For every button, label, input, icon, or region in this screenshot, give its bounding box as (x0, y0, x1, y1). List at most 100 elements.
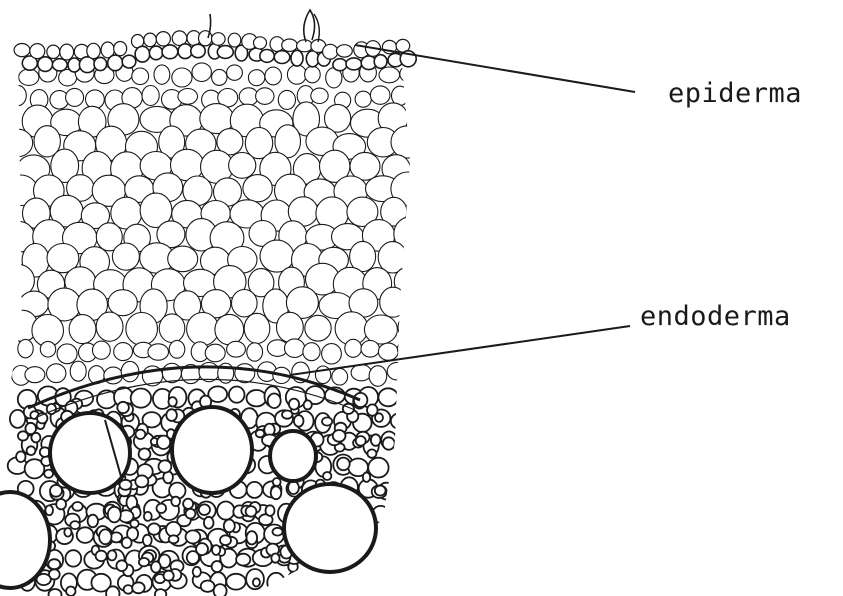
cell-icon (66, 88, 84, 106)
cell-icon (310, 587, 318, 596)
cell-icon (332, 368, 348, 385)
cell-icon (256, 430, 265, 438)
cell-icon (114, 42, 127, 56)
cell-icon (374, 55, 387, 69)
cell-icon (108, 290, 137, 316)
cell-icon (148, 344, 169, 360)
cell-icon (14, 44, 30, 57)
cell-icon (400, 528, 418, 547)
cell-icon (159, 314, 185, 343)
cell-icon (19, 69, 39, 85)
cell-icon (217, 502, 234, 520)
cell-icon (333, 59, 347, 71)
cell-icon (132, 582, 145, 593)
cell-icon (99, 529, 111, 544)
cell-icon (166, 409, 177, 421)
cell-icon (392, 460, 409, 478)
cell-icon (282, 39, 298, 51)
cell-icon (27, 446, 36, 455)
cell-icon (346, 58, 362, 70)
cell-icon (367, 449, 376, 457)
cell-icon (70, 521, 80, 529)
cell-icon (199, 504, 210, 515)
cell-icon (204, 517, 214, 529)
cell-icon (378, 388, 398, 406)
cell-icon (64, 528, 71, 537)
cell-icon (205, 344, 225, 362)
cell-icon (215, 314, 244, 344)
cell-icon (126, 313, 158, 346)
label-endoderma: endoderma (640, 301, 791, 332)
cell-icon (400, 66, 415, 81)
cell-icon (212, 561, 223, 572)
cell-icon (260, 50, 274, 63)
cell-icon (186, 530, 201, 543)
cell-icon (229, 153, 256, 179)
cell-icon (322, 417, 332, 425)
cell-icon (47, 45, 60, 58)
cell-icon (212, 69, 227, 85)
cell-icon (392, 501, 411, 522)
cell-icon (169, 535, 179, 543)
cell-icon (266, 505, 275, 516)
cell-icon (396, 571, 416, 591)
cell-icon (93, 341, 111, 359)
cell-icon (289, 399, 299, 410)
cell-icon (247, 390, 267, 406)
cell-icon (383, 437, 395, 449)
cell-icon (45, 505, 53, 515)
cell-icon (70, 361, 86, 381)
cell-icon (320, 577, 329, 587)
cell-icon (151, 561, 161, 572)
cell-icon (246, 506, 257, 517)
cell-icon (391, 126, 423, 158)
cell-icon (40, 341, 55, 357)
cell-icon (398, 478, 416, 497)
cell-icon (394, 551, 409, 570)
cell-icon (106, 586, 119, 596)
cell-icon (369, 366, 387, 387)
cell-icon (358, 589, 368, 596)
cell-icon (268, 394, 281, 409)
label-epiderma: epiderma (668, 78, 802, 109)
cell-icon (368, 458, 388, 478)
cell-icon (69, 315, 96, 344)
cell-icon (375, 486, 386, 496)
cell-icon (323, 472, 331, 480)
cell-icon (370, 86, 390, 104)
cell-icon (380, 574, 399, 593)
cell-icon (183, 499, 193, 509)
cell-icon (348, 581, 359, 591)
cell-icon (227, 341, 246, 357)
cell-icon (247, 531, 258, 544)
cell-icon (291, 50, 303, 66)
cell-icon (162, 363, 181, 382)
cell-icon (287, 65, 306, 84)
cell-icon (47, 364, 66, 383)
cell-icon (96, 312, 123, 341)
cell-icon (288, 571, 305, 590)
cell-icon (149, 46, 162, 60)
cell-icon (363, 473, 370, 482)
cell-icon (288, 481, 299, 494)
cell-icon (379, 67, 400, 83)
cell-icon (297, 40, 313, 52)
cell-icon (66, 587, 75, 596)
cell-icon (122, 55, 136, 68)
cell-icon (285, 589, 294, 596)
cell-icon (168, 246, 198, 272)
cell-icon (178, 89, 198, 105)
cell-icon (212, 545, 220, 555)
cell-icon (339, 574, 352, 588)
cell-icon (108, 55, 123, 71)
cell-icon (25, 367, 45, 383)
cell-icon (131, 389, 151, 408)
cell-icon (94, 57, 107, 70)
cell-icon (248, 70, 264, 86)
cell-icon (162, 45, 178, 59)
epidermis-layer (14, 31, 416, 73)
cell-icon (136, 430, 146, 439)
cell-icon (116, 560, 127, 571)
cell-icon (304, 400, 312, 409)
cell-icon (303, 343, 320, 361)
